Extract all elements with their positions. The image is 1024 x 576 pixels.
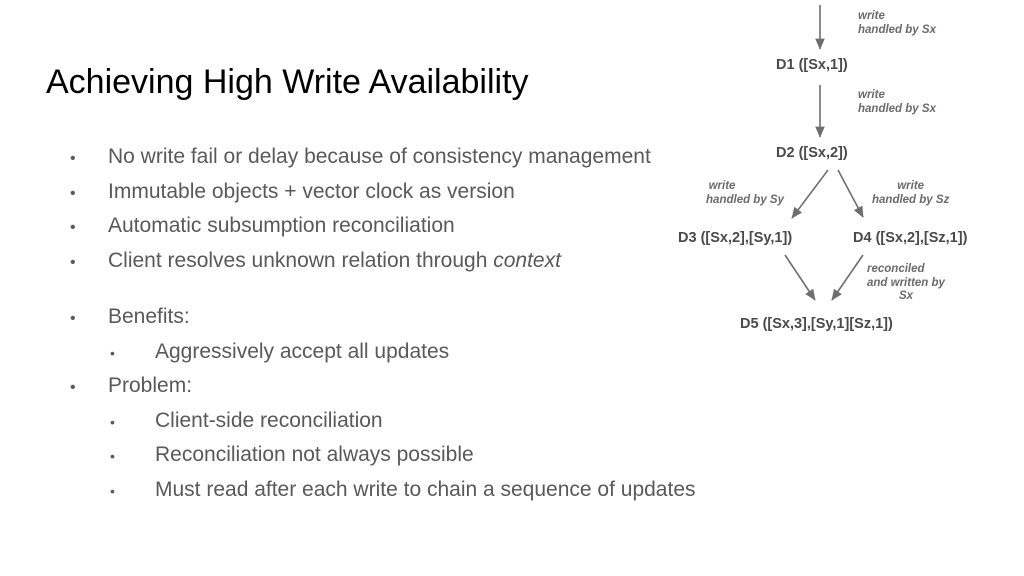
list-item-label: Aggressively accept all updates (155, 339, 450, 363)
edge-label-line: handled by Sx (858, 102, 936, 115)
list-item: • Must read after each write to chain a … (62, 473, 762, 508)
edge-label-line: handled by Sx (858, 23, 936, 36)
bullet-marker-icon: • (110, 482, 115, 499)
bullet-marker-icon: • (70, 150, 76, 167)
list-item-label: Benefits: (108, 305, 190, 328)
list-item-label: Client resolves unknown relation through… (108, 244, 762, 279)
arrow-d2-to-d4 (837, 169, 864, 218)
edge-label-write-sz: write handled by Sz (872, 180, 949, 207)
edge-label-line: Sx (898, 290, 914, 302)
edge-label-line: write (858, 10, 885, 22)
edge-label-write-sx-1: write handled by Sx (858, 10, 936, 37)
list-item-label: Automatic subsumption reconciliation (108, 214, 455, 237)
edge-label-write-sy: write handled by Sy (660, 180, 784, 207)
list-item: • Aggressively accept all updates (62, 335, 762, 370)
bullet-marker-icon: • (110, 448, 115, 464)
node-d3: D3 ([Sx,2],[Sy,1]) (678, 230, 793, 246)
bullet-marker-icon: • (70, 219, 76, 236)
node-d1: D1 ([Sx,1]) (776, 57, 848, 73)
bullet-marker-icon: • (70, 379, 76, 396)
list-item: • Reconciliation not always possible (62, 438, 762, 473)
edge-label-line: and written by (867, 276, 945, 289)
list-item-label: No write fail or delay because of consis… (108, 145, 651, 168)
list-item-label: Must read after each write to chain a se… (155, 477, 696, 501)
bullet-marker-icon: • (110, 413, 115, 430)
edge-label-reconciled-sx: reconciled and written by Sx (867, 263, 945, 304)
arrow-d2-to-d3 (791, 169, 829, 219)
edge-label-write-sx-2: write handled by Sx (858, 89, 936, 116)
page-title: Achieving High Write Availability (46, 63, 529, 101)
list-item-label: Immutable objects + vector clock as vers… (108, 179, 515, 203)
list-item-label: Client-side reconciliation (155, 408, 383, 432)
bullet-list: • No write fail or delay because of cons… (62, 140, 762, 507)
node-d4: D4 ([Sx,2],[Sz,1]) (853, 230, 968, 246)
list-item-label: Reconciliation not always possible (155, 443, 474, 466)
node-d5: D5 ([Sx,3],[Sy,1][Sz,1]) (740, 316, 893, 332)
bullet-marker-icon: • (70, 184, 76, 202)
bullet-marker-icon: • (70, 310, 76, 327)
node-d2: D2 ([Sx,2]) (776, 145, 848, 161)
list-item: • Problem: (62, 369, 762, 404)
edge-label-line: write (858, 89, 885, 101)
diagram-arrows (784, 5, 864, 301)
list-item: • Automatic subsumption reconciliation (62, 209, 762, 244)
list-item-label: Problem: (108, 374, 193, 397)
bullet-marker-icon: • (70, 253, 76, 271)
edge-label-line: write (708, 180, 736, 192)
edge-label-line: reconciled (867, 263, 925, 275)
arrow-d3-to-d5 (784, 254, 816, 301)
arrow-d4-to-d5 (831, 254, 864, 301)
bullet-marker-icon: • (110, 344, 115, 361)
edge-label-line: handled by Sz (872, 193, 950, 206)
list-item-emphasis: context (493, 248, 561, 272)
list-spacer (62, 278, 762, 300)
list-item: • Client-side reconciliation (62, 404, 762, 439)
list-item: • Client resolves unknown relation throu… (62, 244, 762, 279)
edge-label-line: write (897, 180, 925, 192)
list-item: • Benefits: (62, 300, 762, 335)
list-item: • No write fail or delay because of cons… (62, 140, 762, 175)
edge-label-line: handled by Sy (706, 193, 784, 206)
version-history-diagram: write handled by Sx D1 ([Sx,1]) write ha… (660, 0, 1024, 350)
list-item-label-text: Client resolves unknown relation through (108, 248, 494, 272)
list-item: • Immutable objects + vector clock as ve… (62, 175, 762, 210)
